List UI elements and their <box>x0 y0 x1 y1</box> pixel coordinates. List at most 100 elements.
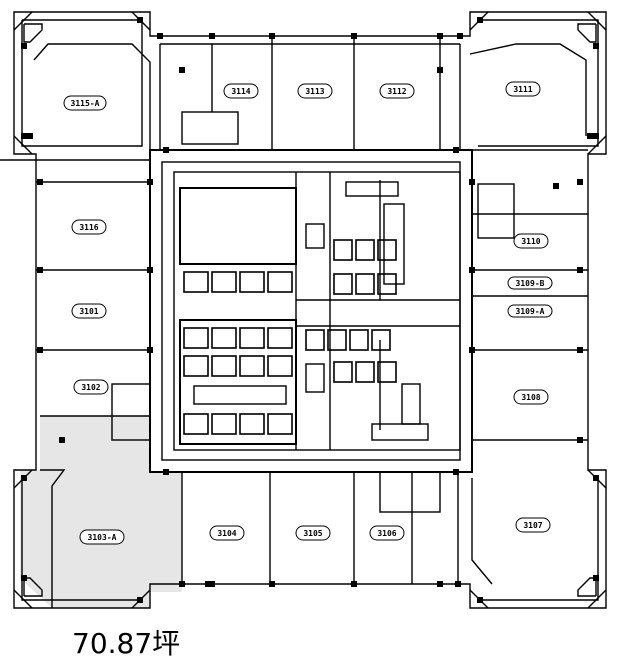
core-cell <box>183 327 209 349</box>
structural-column <box>269 581 275 587</box>
elevator-cell <box>305 329 325 351</box>
core-cell <box>267 327 293 349</box>
structural-column <box>593 43 599 49</box>
elevator-cell <box>327 329 347 351</box>
svg-text:3109-A: 3109-A <box>516 307 545 316</box>
structural-column <box>577 437 583 443</box>
top-row-units <box>33 36 587 150</box>
core-cell <box>239 327 265 349</box>
svg-text:3103-A: 3103-A <box>88 533 117 542</box>
elevator-cell <box>349 329 369 351</box>
structural-column <box>577 347 583 353</box>
svg-text:3111: 3111 <box>513 85 532 94</box>
svg-text:3108: 3108 <box>521 393 540 402</box>
svg-text:3104: 3104 <box>217 529 236 538</box>
structural-column <box>179 581 185 587</box>
room-3102: 3102 <box>73 379 109 395</box>
room-3105: 3105 <box>295 525 331 541</box>
svg-text:3107: 3107 <box>523 521 542 530</box>
svg-text:3101: 3101 <box>79 307 98 316</box>
core-cell <box>183 271 209 293</box>
structural-column <box>437 67 443 73</box>
structural-column <box>469 179 475 185</box>
room-3113: 3113 <box>297 83 333 99</box>
elevator-cell <box>333 273 353 295</box>
structural-column <box>27 133 33 139</box>
svg-text:3114: 3114 <box>231 87 250 96</box>
elevator-cell <box>355 273 375 295</box>
structural-column <box>137 597 143 603</box>
elevator-cell <box>355 361 375 383</box>
room-3106: 3106 <box>369 525 405 541</box>
core-cell <box>239 271 265 293</box>
svg-text:3109-B: 3109-B <box>516 279 545 288</box>
area-label: 70.87坪 <box>72 627 181 660</box>
core-cell <box>183 355 209 377</box>
core-cell <box>267 271 293 293</box>
elevator-cell <box>377 239 397 261</box>
structural-column <box>469 347 475 353</box>
svg-text:3112: 3112 <box>387 87 406 96</box>
room-3115-a: 3115-A <box>63 95 107 111</box>
structural-column <box>147 179 153 185</box>
structural-column <box>351 33 357 39</box>
structural-column <box>453 147 459 153</box>
room-3103-a: 3103-A <box>79 529 125 545</box>
room-3114: 3114 <box>223 83 259 99</box>
right-column-units <box>472 149 588 441</box>
structural-column <box>351 581 357 587</box>
structural-column <box>553 183 559 189</box>
svg-text:3102: 3102 <box>81 383 100 392</box>
elevator-cell <box>355 239 375 261</box>
svg-text:3110: 3110 <box>521 237 540 246</box>
structural-column <box>437 33 443 39</box>
corner-bay-se <box>469 469 607 609</box>
structural-column <box>179 67 185 73</box>
structural-column <box>59 437 65 443</box>
structural-column <box>587 133 593 139</box>
structural-column <box>209 581 215 587</box>
structural-column <box>437 581 443 587</box>
elevator-cell <box>371 329 391 351</box>
structural-column <box>37 347 43 353</box>
structural-column <box>157 33 163 39</box>
elevator-cell <box>377 273 397 295</box>
structural-column <box>577 179 583 185</box>
structural-column <box>205 581 211 587</box>
structural-column <box>577 267 583 273</box>
structural-column <box>593 133 599 139</box>
structural-column <box>137 17 143 23</box>
elevator-cell <box>333 361 353 383</box>
core-cell <box>239 355 265 377</box>
room-3109-b: 3109-B <box>507 276 553 290</box>
room-3110: 3110 <box>513 233 549 249</box>
structural-column <box>477 17 483 23</box>
structural-column <box>269 33 275 39</box>
structural-column <box>21 575 27 581</box>
room-3108: 3108 <box>513 389 549 405</box>
structural-column <box>147 267 153 273</box>
structural-column <box>163 147 169 153</box>
core-cell <box>211 413 237 435</box>
svg-text:3105: 3105 <box>303 529 322 538</box>
core-cell <box>239 413 265 435</box>
structural-column <box>21 475 27 481</box>
core-cell <box>211 355 237 377</box>
structural-column <box>469 267 475 273</box>
highlighted-unit <box>20 416 182 608</box>
core-cell <box>267 413 293 435</box>
svg-text:3115-A: 3115-A <box>71 99 100 108</box>
building-core <box>149 149 473 473</box>
structural-column <box>453 469 459 475</box>
structural-columns <box>21 17 599 603</box>
svg-text:3106: 3106 <box>377 529 396 538</box>
structural-column <box>209 33 215 39</box>
room-3109-a: 3109-A <box>507 304 553 318</box>
elevator-cell <box>377 361 397 383</box>
left-column-units <box>0 159 151 441</box>
structural-column <box>147 347 153 353</box>
structural-column <box>21 43 27 49</box>
room-3112: 3112 <box>379 83 415 99</box>
room-3104: 3104 <box>209 525 245 541</box>
structural-column <box>37 267 43 273</box>
